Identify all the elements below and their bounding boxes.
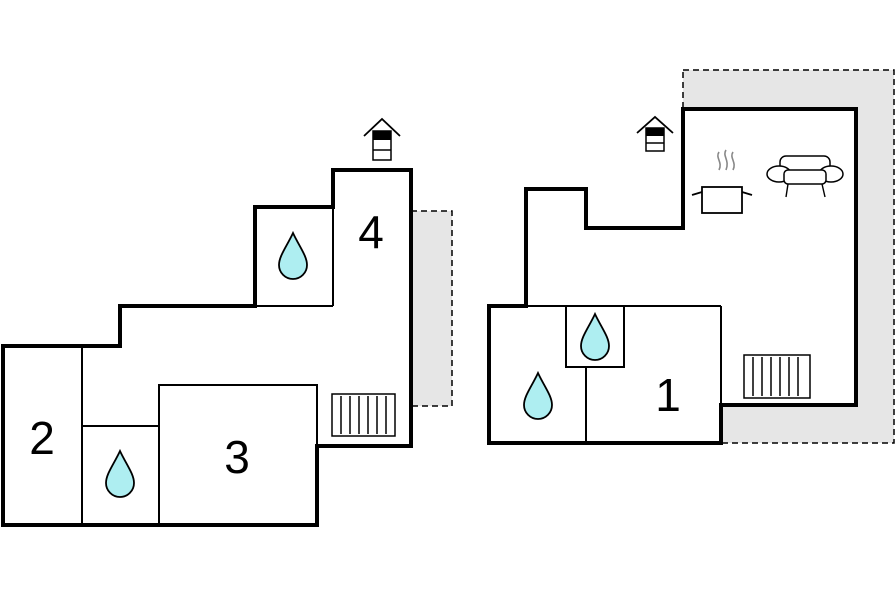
water-drop-icon xyxy=(278,230,308,280)
fireplace-icon xyxy=(363,117,401,161)
room-label-2: 2 xyxy=(29,412,55,464)
right-unit: 1 xyxy=(487,69,895,445)
terrace-left xyxy=(410,210,453,407)
room-label-4: 4 xyxy=(358,206,384,258)
fireplace-icon xyxy=(636,115,674,152)
water-drop-icon xyxy=(580,311,610,361)
sofa-icon xyxy=(766,155,844,198)
partition-wall xyxy=(158,384,318,525)
water-drop-icon xyxy=(523,370,553,420)
water-drop-icon xyxy=(105,448,135,498)
room-label-3: 3 xyxy=(224,431,250,483)
cooking-pot-icon xyxy=(691,149,753,214)
room-label-1: 1 xyxy=(655,369,681,421)
radiator-icon xyxy=(331,393,396,437)
radiator-icon xyxy=(743,354,811,399)
left-unit: 2 3 4 xyxy=(1,117,453,527)
right-unit-outline xyxy=(487,107,858,445)
left-unit-outline xyxy=(1,168,413,527)
shower-room xyxy=(565,305,625,368)
